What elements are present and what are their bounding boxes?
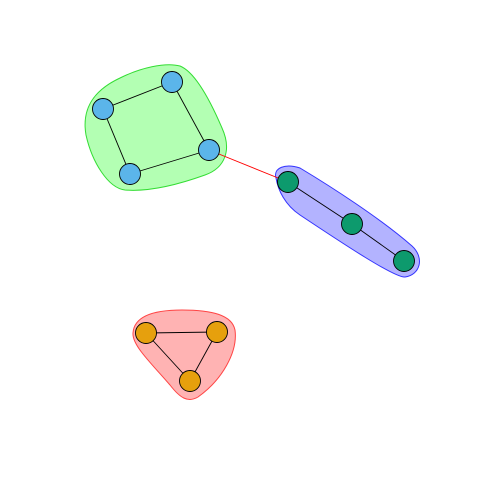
- edge-n1-n2: [102, 81, 173, 110]
- node-n2: [161, 71, 183, 93]
- node-n7: [393, 250, 415, 272]
- bridge-edge-n3-n5: [208, 149, 289, 183]
- node-n9: [206, 321, 228, 343]
- edge-n3-n4: [129, 149, 210, 175]
- node-n1: [92, 98, 114, 120]
- node-n3: [198, 139, 220, 161]
- group-hull-green: [84, 64, 227, 191]
- edge-n2-n3: [171, 81, 210, 151]
- edge-n5-n6: [287, 181, 353, 225]
- node-n8: [135, 322, 157, 344]
- node-n4: [119, 163, 141, 185]
- node-n6: [341, 213, 363, 235]
- node-n10: [179, 370, 201, 392]
- edge-n4-n1: [102, 108, 131, 175]
- edge-n8-n9: [145, 331, 218, 334]
- nodes: [92, 71, 415, 392]
- node-n5: [277, 171, 299, 193]
